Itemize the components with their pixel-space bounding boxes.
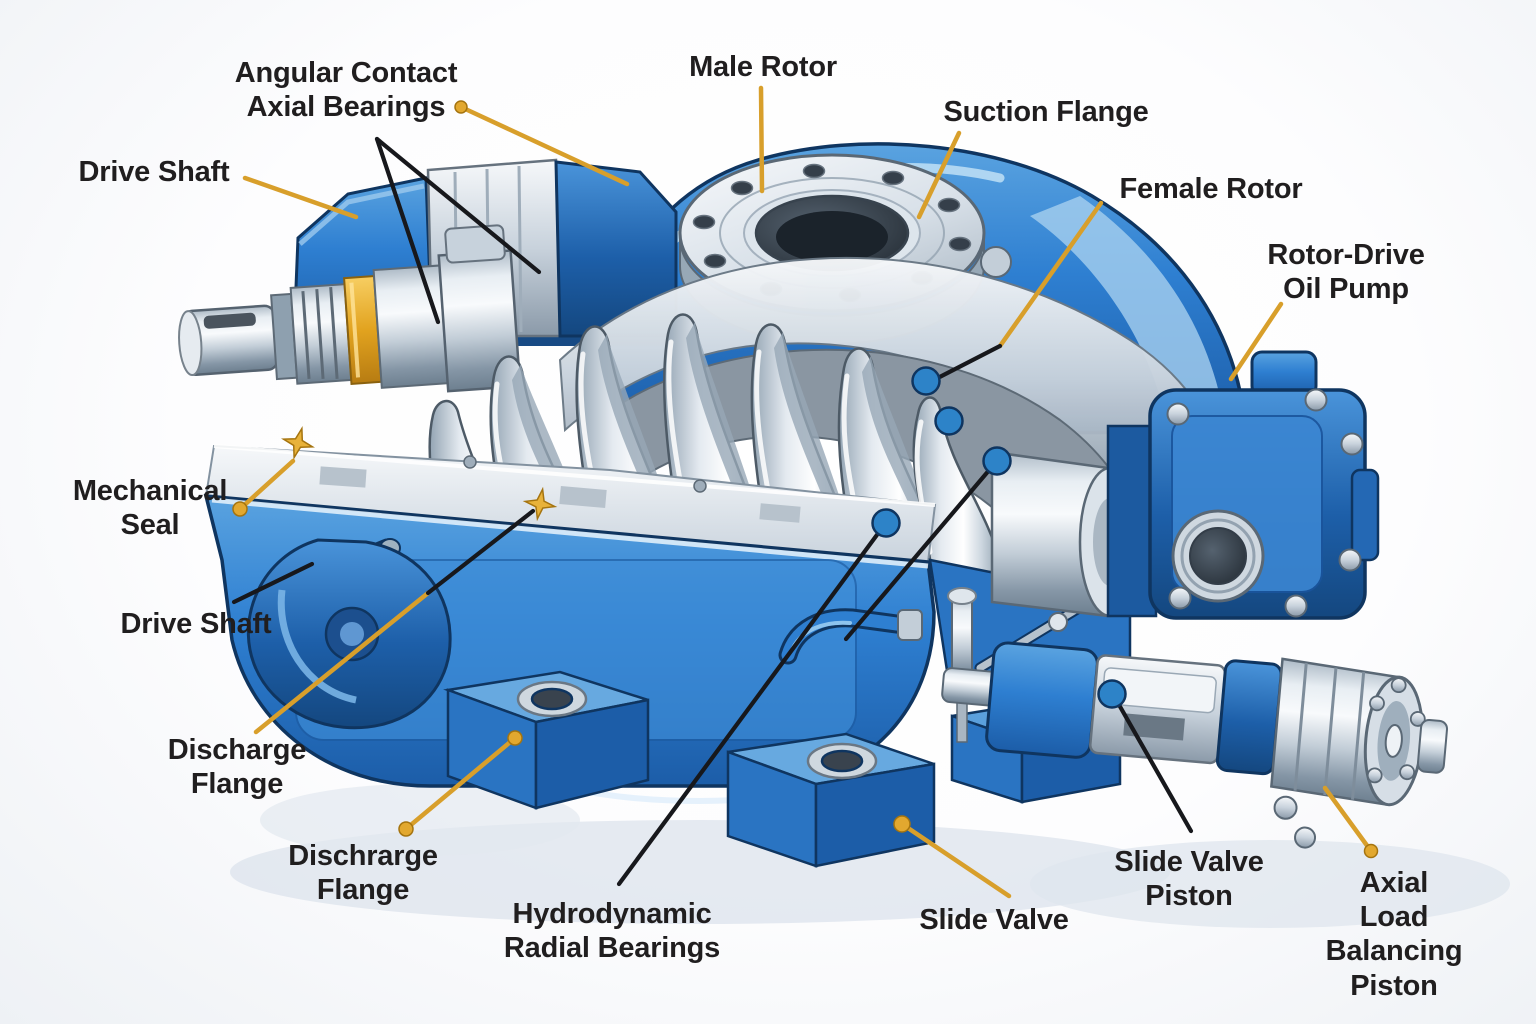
mechanical-seal-star (281, 426, 315, 460)
label-drive-shaft-bottom: Drive Shaft (120, 608, 272, 640)
slide-valve-assembly (941, 641, 1449, 849)
label-axial-load-balancing-piston: Axial Load Balancing Piston (1325, 867, 1463, 1002)
label-discharge-flange-lower: Dischrarge Flange (288, 840, 438, 907)
discharge-star (522, 486, 558, 522)
leader-bearing-secondary (843, 459, 999, 642)
rotor-drive-oil-pump-part (1106, 350, 1380, 620)
leader-angular-bearing-branch-1 (374, 136, 441, 325)
leader-slide-valve-piston (1111, 693, 1194, 834)
leader-angular-bearings-gold (458, 104, 630, 187)
leader-male-rotor (758, 85, 765, 194)
rotor-dot-2 (934, 406, 964, 436)
label-suction-flange: Suction Flange (943, 96, 1149, 128)
leader-lines-gold (237, 85, 1374, 899)
bearing-dot (982, 446, 1012, 476)
label-discharge-flange-upper: Discharge Flange (167, 734, 307, 801)
label-slide-valve: Slide Valve (919, 904, 1069, 936)
label-mechanical-seal: Mechanical Seal (72, 475, 228, 542)
leader-drive-shaft-bottom (231, 561, 315, 605)
leader-mechanical-seal (237, 458, 296, 512)
label-male-rotor: Male Rotor (689, 51, 837, 83)
label-hydrodynamic-radial-bearings: Hydrodynamic Radial Bearings (503, 898, 721, 965)
leader-suction-flange (916, 130, 962, 220)
marker-gold-stars (281, 426, 558, 522)
label-rotor-drive-oil-pump: Rotor-Drive Oil Pump (1267, 239, 1425, 306)
leader-discharge-upper-black (425, 508, 536, 596)
pump-bolts (1166, 388, 1364, 618)
female-rotor-dot (911, 366, 941, 396)
leader-axial-piston (1322, 785, 1374, 854)
casing-split-deck (204, 444, 937, 564)
leader-angular-bearing-branch-2 (374, 136, 542, 275)
radial-bearing-dot (871, 508, 901, 538)
label-drive-shaft-top: Drive Shaft (78, 156, 230, 188)
leader-discharge-lower (403, 735, 518, 832)
marker-blue-dots (871, 366, 1127, 709)
leader-hydrodynamic-bearings (616, 521, 888, 887)
leader-female-rotor-gold (997, 200, 1104, 349)
label-angular-contact-axial-bearings: Angular Contact Axial Bearings (234, 57, 458, 124)
label-slide-valve-piston: Slide Valve Piston (1114, 846, 1264, 913)
leader-slide-valve (899, 821, 1012, 899)
leader-discharge-upper-gold (253, 590, 431, 735)
leader-drive-shaft-top (242, 175, 359, 220)
slide-valve-piston-dot (1097, 679, 1127, 709)
leader-oil-pump (1228, 301, 1284, 382)
mounting-feet (443, 670, 1122, 868)
discharge-volute (246, 538, 452, 730)
label-female-rotor: Female Rotor (1119, 173, 1303, 205)
marker-gold-dots (232, 100, 1379, 859)
